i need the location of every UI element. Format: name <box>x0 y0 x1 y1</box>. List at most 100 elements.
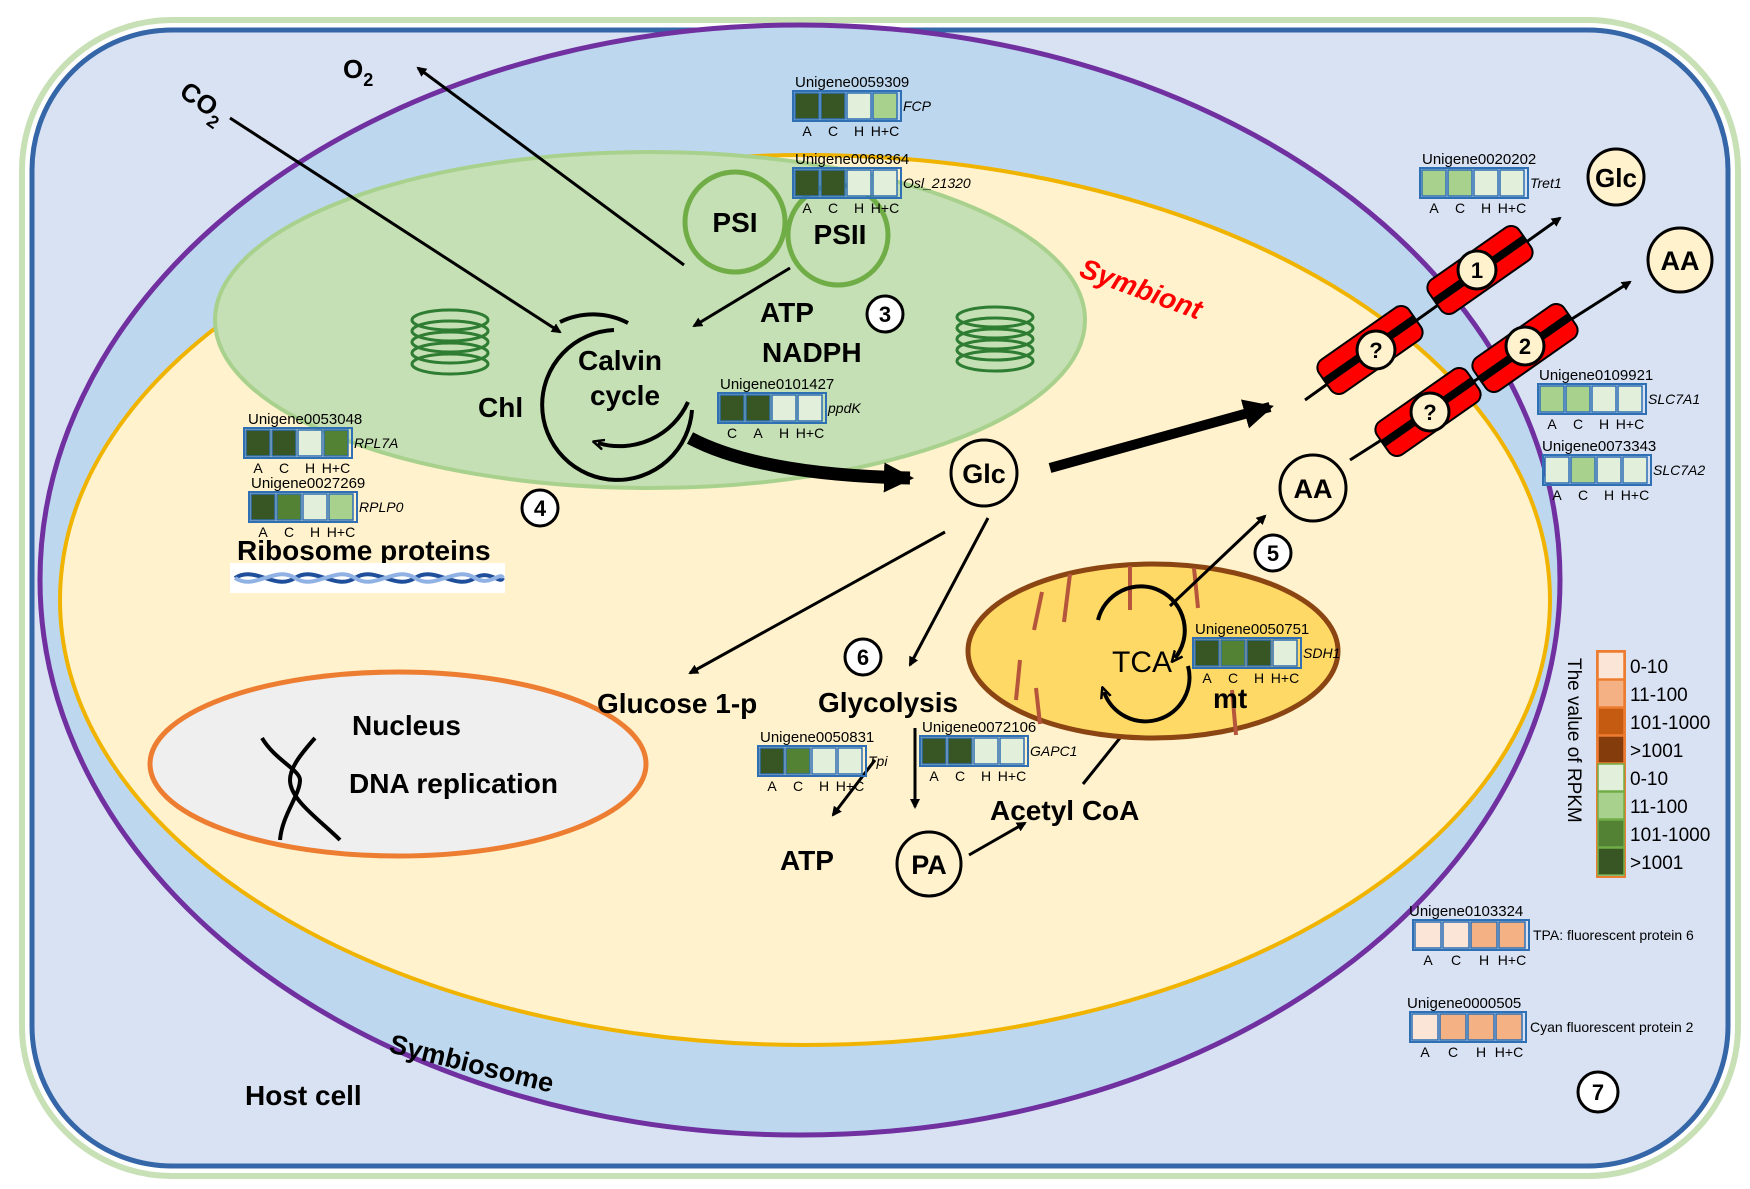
step-1-badge: 1 <box>1471 258 1483 283</box>
condition-label: H+C <box>1271 670 1299 686</box>
heatmap-cell <box>271 429 297 457</box>
arrow-calvin-to-glc <box>686 432 914 493</box>
arrow-tca-to-aa <box>1168 514 1267 608</box>
acetylcoa-label: Acetyl CoA <box>990 795 1139 826</box>
arrow-co2-to-calvin <box>229 116 562 334</box>
heatmap-cell <box>820 169 846 197</box>
legend-entry-label: >1001 <box>1630 741 1683 762</box>
pa-label: PA <box>911 850 947 880</box>
condition-label: C <box>1573 416 1583 432</box>
condition-label: A <box>1420 1044 1430 1060</box>
heatmap-cell <box>820 92 846 120</box>
heatmap-cell <box>837 747 863 775</box>
heatmap-cell <box>999 737 1025 765</box>
rpkm-legend: The value of RPKM 0-1011-100101-1000>100… <box>1563 650 1710 878</box>
gene-name: RPLP0 <box>359 499 404 515</box>
heatmap-cell <box>1194 639 1220 667</box>
gene-id: Unigene0101427 <box>720 376 834 393</box>
tca-cycle: TCA <box>1096 584 1192 724</box>
calvin-label-1: Calvin <box>578 345 662 376</box>
calvin-label-2: cycle <box>590 380 660 411</box>
heatmap-cell <box>745 394 771 422</box>
condition-label: H <box>310 524 320 540</box>
heatmap-cell <box>771 394 797 422</box>
legend-entry-label: 0-10 <box>1630 657 1668 678</box>
condition-label: C <box>727 425 737 441</box>
condition-label: A <box>767 778 777 794</box>
gene-id: Unigene0103324 <box>1409 903 1523 920</box>
dna-replication-fork-icon <box>260 736 342 842</box>
heatmap-cell <box>797 394 823 422</box>
glc-out-node <box>1586 147 1646 207</box>
heatmap-cell <box>1499 169 1525 197</box>
condition-label: C <box>284 524 294 540</box>
gene-id: Unigene0059309 <box>795 74 909 91</box>
legend-swatch <box>1597 791 1625 820</box>
condition-label: H <box>819 778 829 794</box>
gene-name: TPA: fluorescent protein 6 <box>1533 927 1694 943</box>
arrow-glycolysis-to-atp <box>831 759 877 817</box>
transporter-2-unknown: ? <box>1423 400 1436 425</box>
condition-label: H+C <box>322 460 350 476</box>
heatmap-cell <box>276 493 302 521</box>
pa-node <box>895 830 963 898</box>
legend-title: The value of RPKM <box>1563 658 1584 823</box>
condition-label: H <box>1479 952 1489 968</box>
heatmap-cell <box>1414 921 1442 949</box>
legend-swatch <box>1597 819 1625 848</box>
heatmap-cell <box>328 493 354 521</box>
heatmap-cell <box>1565 385 1591 413</box>
heatmap-cell <box>1622 456 1648 484</box>
condition-label: A <box>753 425 763 441</box>
heatmap-cell <box>1447 169 1473 197</box>
condition-label: H <box>854 200 864 216</box>
condition-label: H+C <box>1495 1044 1523 1060</box>
gene-id: Unigene0072106 <box>922 719 1036 736</box>
heatmap-cell <box>1220 639 1246 667</box>
condition-label: A <box>802 200 812 216</box>
condition-label: C <box>279 460 289 476</box>
heatmap-cell <box>794 92 820 120</box>
condition-label: H <box>1481 200 1491 216</box>
condition-label: A <box>929 768 939 784</box>
gene-id: Unigene0053048 <box>248 411 362 428</box>
condition-label: H <box>854 123 864 139</box>
heatmap-cell <box>1421 169 1447 197</box>
heatmap-cell <box>1467 1013 1495 1041</box>
heatmap-cell <box>1570 456 1596 484</box>
gene-id: Unigene0027269 <box>251 475 365 492</box>
condition-label: C <box>1578 487 1588 503</box>
heatmap-cell <box>811 747 837 775</box>
gene-name: SLC7A2 <box>1653 462 1705 478</box>
heatmap-cell <box>1617 385 1643 413</box>
heatmap-cell <box>1539 385 1565 413</box>
arrow-psi-to-o2 <box>416 66 685 267</box>
nucleus <box>147 669 649 859</box>
legend-swatch <box>1597 707 1625 736</box>
heatmap-cell <box>1596 456 1622 484</box>
gene-id: Unigene0050831 <box>760 729 874 746</box>
legend-entry-label: 0-10 <box>1630 769 1668 790</box>
condition-label: A <box>1423 952 1433 968</box>
legend-swatch <box>1597 679 1625 708</box>
o2-label: O2 <box>343 54 373 90</box>
condition-label: A <box>1429 200 1439 216</box>
heatmap-cell <box>1498 921 1526 949</box>
psi-label: PSI <box>712 207 757 238</box>
ribosome-label: Ribosome proteins <box>237 535 491 566</box>
atp-bottom-label: ATP <box>780 845 834 876</box>
condition-label: C <box>1228 670 1238 686</box>
aa-center-label: AA <box>1294 474 1333 504</box>
condition-label: H <box>305 460 315 476</box>
aa-out-label: AA <box>1661 246 1700 276</box>
legend-entry-label: 11-100 <box>1630 685 1688 706</box>
condition-label: C <box>828 200 838 216</box>
heatmap-cell <box>1272 639 1298 667</box>
gene-id: Unigene0068364 <box>795 151 909 168</box>
